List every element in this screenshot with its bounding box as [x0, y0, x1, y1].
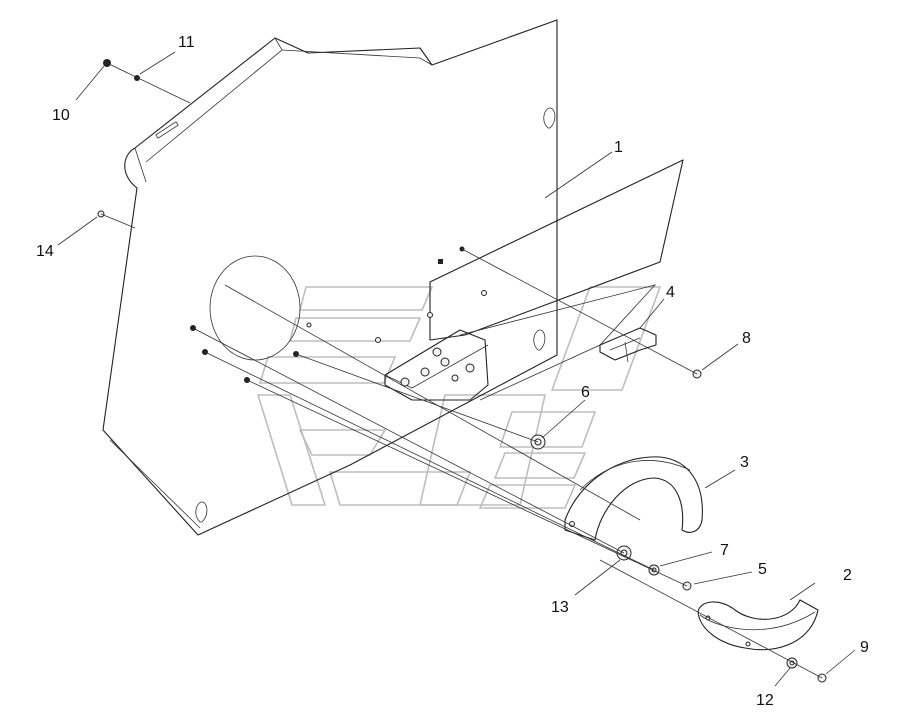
part-3-upper-guard [564, 456, 703, 541]
label-part-12: 12 [756, 692, 774, 709]
label-part-9: 9 [860, 639, 869, 656]
part-4-clamp [599, 327, 657, 363]
label-part-14: 14 [36, 243, 54, 260]
label-part-2: 2 [843, 567, 852, 584]
label-part-13: 13 [551, 599, 569, 616]
label-part-7: 7 [720, 542, 729, 559]
label-part-6: 6 [581, 384, 590, 401]
label-part-8: 8 [742, 330, 751, 347]
label-part-4: 4 [666, 284, 675, 301]
assembly-axis-lines [100, 62, 823, 679]
mounting-block [384, 329, 489, 401]
inner-guard-plate [209, 159, 684, 401]
leader-lines [57, 51, 856, 687]
label-part-3: 3 [740, 454, 749, 471]
label-part-11: 11 [178, 34, 195, 51]
hardware-items [97, 59, 827, 683]
part-number-labels: 1 2 3 4 5 6 7 8 9 10 11 12 13 14 [36, 34, 869, 709]
part-2-lower-guard [697, 599, 819, 651]
label-part-1: 1 [614, 139, 623, 156]
label-part-10: 10 [52, 107, 70, 124]
label-part-5: 5 [758, 561, 767, 578]
part-1-main-panel [102, 19, 558, 536]
